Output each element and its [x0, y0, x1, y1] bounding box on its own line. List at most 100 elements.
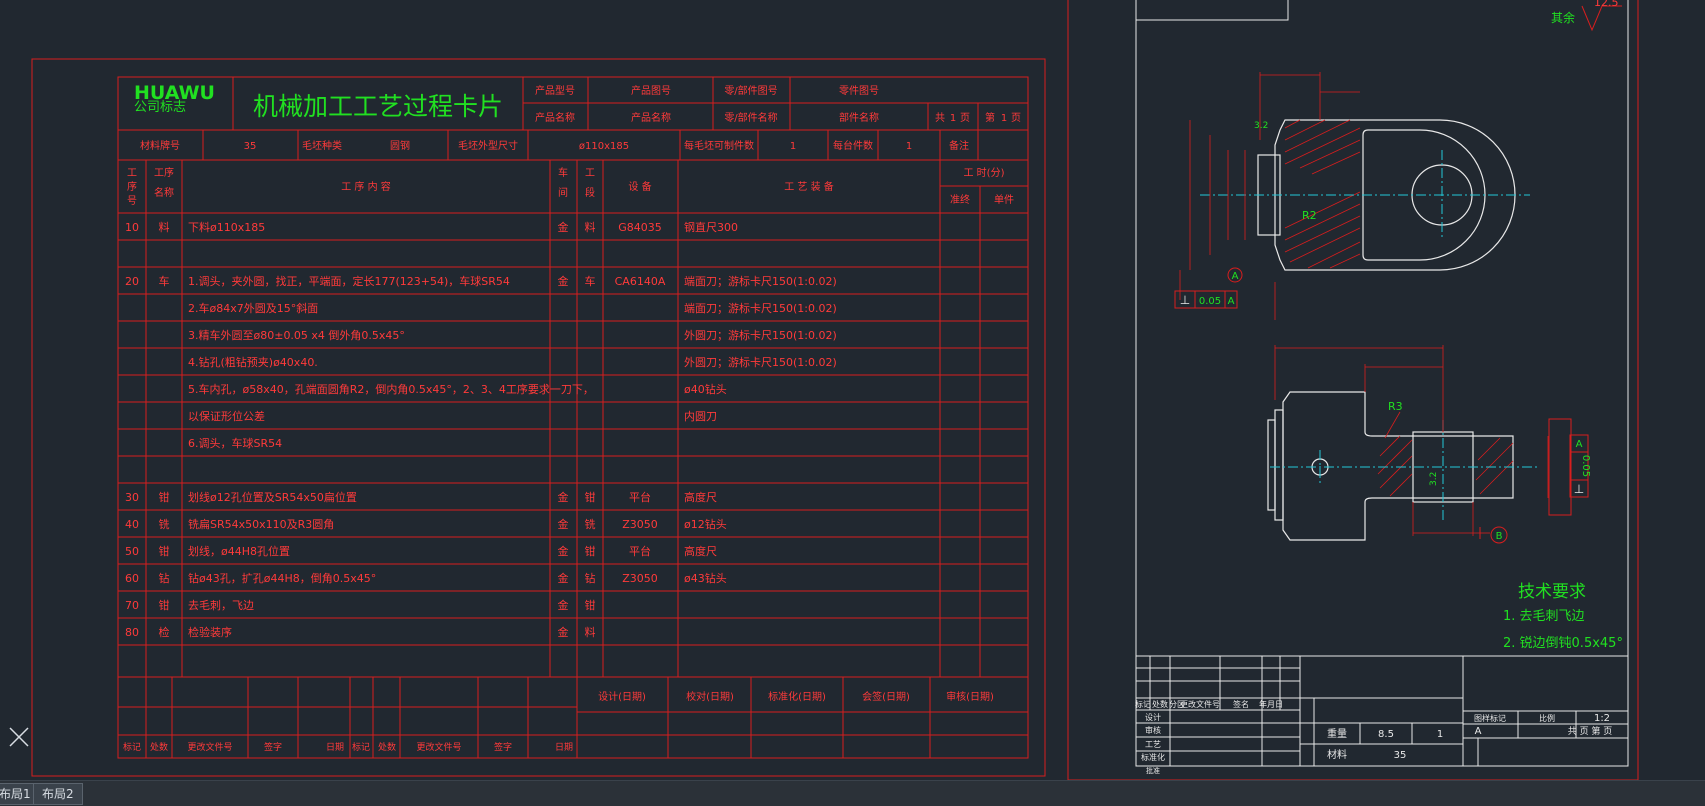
- rev-doc-1: 更改文件号: [187, 741, 232, 753]
- hdr-page-unit-2: 页: [1011, 112, 1021, 124]
- sign-approve: 审核(日期): [946, 690, 994, 703]
- tb-count-value: 1: [1437, 729, 1443, 740]
- close-icon[interactable]: [8, 726, 30, 748]
- datum-a-callout: A ⊥ 0.05 A: [1174, 267, 1243, 309]
- hdr-part-drawing-label: 零/部件图号: [724, 84, 777, 97]
- tab-layout-2[interactable]: 布局2: [33, 783, 83, 805]
- row-shop: 金: [558, 490, 569, 504]
- row-op-name: 钻: [159, 571, 170, 585]
- blank-type-value: 圆钢: [390, 139, 410, 152]
- row-op-no: 40: [125, 518, 139, 531]
- row-shop: 金: [558, 220, 569, 234]
- row-op-name: 钳: [159, 545, 170, 558]
- datum-b-callout: B: [1479, 526, 1508, 544]
- dimensions-top: [1179, 72, 1360, 320]
- tb-role-standard: 标准化: [1141, 752, 1165, 762]
- row-equipment: G84035: [618, 221, 662, 234]
- row-tooling: ø43钻头: [684, 571, 727, 585]
- card-title: 机械加工工艺过程卡片: [253, 92, 503, 121]
- row-tooling: 内圆刀: [684, 409, 717, 423]
- per-blank-label: 每毛坯可制件数: [684, 139, 754, 152]
- center-lines-bottom: [1270, 420, 1540, 520]
- radius-r2: R2: [1302, 209, 1317, 222]
- row-op-no: 30: [125, 491, 139, 504]
- roughness-other-label: 其余: [1551, 10, 1575, 25]
- roughness-small-value: 3.2: [1254, 121, 1268, 131]
- blank-type-label: 毛坯种类: [302, 139, 342, 152]
- tol-value-2: 0.05: [1580, 455, 1591, 477]
- row-tooling: 端面刀；游标卡尺150(1:0.02): [684, 301, 837, 315]
- row-shop: 金: [558, 274, 569, 288]
- column-headers: 工序号 工序名称 工 序 内 容 车间 工段 设 备 工 艺 装 备 工 时(分…: [127, 166, 1014, 207]
- datum-a-label: A: [1232, 271, 1239, 282]
- rev-mark-1: 标记: [123, 741, 141, 753]
- row-op-no: 70: [125, 599, 139, 612]
- tb-role-review: 审核: [1145, 725, 1161, 735]
- tb-col-doc: 更改文件号: [1180, 699, 1220, 709]
- hdr-page-value: 1: [1001, 113, 1007, 124]
- hdr-product-name-label: 产品名称: [535, 111, 575, 124]
- radius-r3: R3: [1388, 400, 1403, 413]
- row-section: 钳: [585, 599, 596, 612]
- tb-col-mark: 标记: [1135, 699, 1151, 709]
- hdr-page-unit-1: 页: [960, 112, 970, 124]
- cad-model-canvas[interactable]: HUAWU 公司标志 机械加工工艺过程卡片 产品型号 产品图号 零/部件图号 零…: [0, 0, 1705, 780]
- col-equipment: 设 备: [628, 180, 651, 193]
- rev-mark-2: 标记: [352, 741, 370, 753]
- table-row: 3.精车外圆至ø80±0.05 x4 倒外角0.5x45°外圆刀；游标卡尺150…: [188, 328, 837, 342]
- row-tooling: 外圆刀；游标卡尺150(1:0.02): [684, 355, 837, 369]
- tb-mark-value: A: [1475, 726, 1482, 737]
- per-unit-label: 每台件数: [833, 139, 873, 152]
- tb-col-sign: 签名: [1233, 699, 1249, 709]
- col-worktime: 工 时(分): [964, 167, 1005, 179]
- material-value: 35: [244, 141, 257, 152]
- tol-datum-2: A: [1576, 439, 1583, 450]
- roughness-bottom-value: 3.2: [1429, 472, 1439, 486]
- col-shop: 车间: [558, 166, 568, 199]
- per-blank-value: 1: [790, 141, 796, 152]
- rev-sign-2: 签字: [494, 741, 512, 753]
- row-section: 料: [585, 625, 596, 639]
- tb-scale-label: 比例: [1539, 713, 1555, 723]
- table-row: 5.车内孔，ø58x40，孔端面圆角R2，倒内角0.5x45°，2、3、4工序要…: [188, 382, 727, 396]
- row-shop: 金: [558, 598, 569, 612]
- tol-value-1: 0.05: [1199, 296, 1221, 307]
- signature-area: 设计(日期) 校对(日期) 标准化(日期) 会签(日期) 审核(日期): [598, 690, 994, 703]
- row-tooling: 钢直尺300: [684, 220, 738, 234]
- tb-material-value: 35: [1394, 750, 1407, 761]
- hdr-page-label: 第: [985, 111, 995, 124]
- row-op-content: 去毛刺，飞边: [188, 599, 254, 612]
- part-drawing-sheet: [1067, 0, 1639, 780]
- tb-role-approve: 批准: [1146, 766, 1160, 775]
- perp-tol-icon-2: ⊥: [1574, 482, 1584, 496]
- table-row: 2.车ø84x7外圆及15°斜面端面刀；游标卡尺150(1:0.02): [188, 301, 837, 315]
- section-hatch-bottom: [1377, 435, 1514, 497]
- material-row: 材料牌号 35 毛坯种类 圆钢 毛坯外型尺寸 ø110x185 每毛坯可制件数 …: [140, 139, 969, 152]
- hdr-part-name-value: 部件名称: [839, 111, 879, 124]
- row-shop: 金: [558, 625, 569, 639]
- sign-countersign: 会签(日期): [862, 690, 910, 703]
- row-op-content: 钻ø43孔，扩孔ø44H8，倒角0.5x45°: [188, 571, 376, 585]
- row-shop: 金: [558, 571, 569, 585]
- hdr-product-model-label: 产品型号: [535, 84, 575, 97]
- row-op-name: 铣: [159, 517, 170, 531]
- hdr-part-name-label: 零/部件名称: [724, 111, 777, 124]
- drawing-frame: [1135, 0, 1629, 767]
- row-op-name: 料: [159, 220, 170, 234]
- row-op-content: 铣扁SR54x50x110及R3圆角: [188, 517, 334, 531]
- rev-count-1: 处数: [150, 741, 168, 753]
- company-logo: HUAWU: [134, 82, 215, 104]
- row-tooling: 高度尺: [684, 490, 717, 504]
- row-equipment: CA6140A: [615, 275, 666, 288]
- tech-title: 技术要求: [1518, 582, 1586, 602]
- col-prep-time: 准终: [950, 193, 970, 206]
- tb-scale-value: 1:2: [1594, 713, 1610, 724]
- revision-row: 标记 处数 更改文件号 签字 日期 标记 处数 更改文件号 签字 日期: [123, 741, 573, 753]
- part-view-bottom: [1267, 391, 1514, 541]
- title-block-texts: 标记 处数 分区 更改文件号 签名 年月日 设计 审核 工艺 标准化 批准 重量…: [1135, 699, 1612, 775]
- tb-material-label: 材料: [1327, 748, 1347, 761]
